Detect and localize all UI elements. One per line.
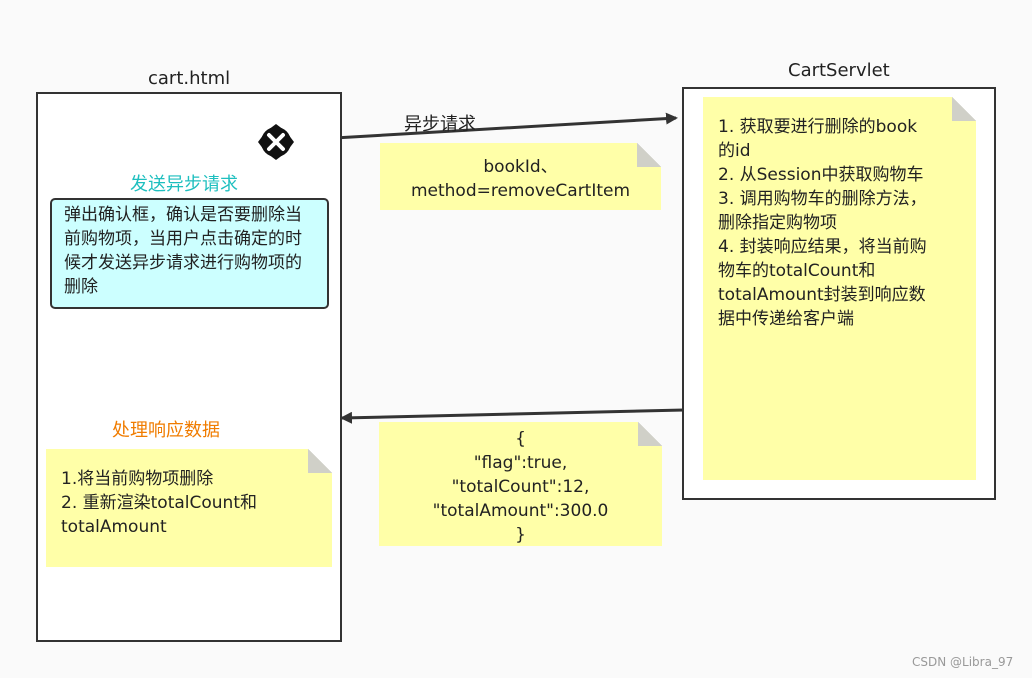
servlet-note-text: 1. 获取要进行删除的book 的id 2. 从Session中获取购物车 3.…	[718, 117, 927, 329]
note-fold	[638, 422, 662, 446]
close-circle-icon[interactable]	[256, 122, 296, 162]
async-request-label: 异步请求	[404, 114, 476, 135]
note-fold	[308, 449, 332, 473]
servlet-note: 1. 获取要进行删除的book 的id 2. 从Session中获取购物车 3.…	[703, 97, 976, 480]
note-fold	[637, 143, 661, 167]
request-params-note: bookId、 method=removeCartItem	[380, 143, 661, 210]
handle-response-note: 1.将当前购物项删除 2. 重新渲染totalCount和 totalAmoun…	[46, 449, 332, 567]
response-json-text: { "flag":true, "totalCount":12, "totalAm…	[432, 429, 609, 545]
response-json-note: { "flag":true, "totalCount":12, "totalAm…	[379, 422, 662, 546]
response-arrow	[340, 408, 685, 424]
send-async-label: 发送异步请求	[130, 174, 238, 195]
confirm-note: 弹出确认框，确认是否要删除当前购物项，当用户点击确定的时候才发送异步请求进行购物…	[50, 198, 329, 309]
servlet-box-title: CartServlet	[788, 60, 890, 81]
request-params-text: bookId、 method=removeCartItem	[410, 157, 631, 201]
handle-response-label: 处理响应数据	[112, 420, 220, 441]
request-arrow	[299, 112, 678, 142]
cart-box-title: cart.html	[148, 68, 231, 89]
note-fold	[952, 97, 976, 121]
handle-response-text: 1.将当前购物项删除 2. 重新渲染totalCount和 totalAmoun…	[61, 469, 257, 537]
watermark: CSDN @Libra_97	[912, 655, 1014, 669]
